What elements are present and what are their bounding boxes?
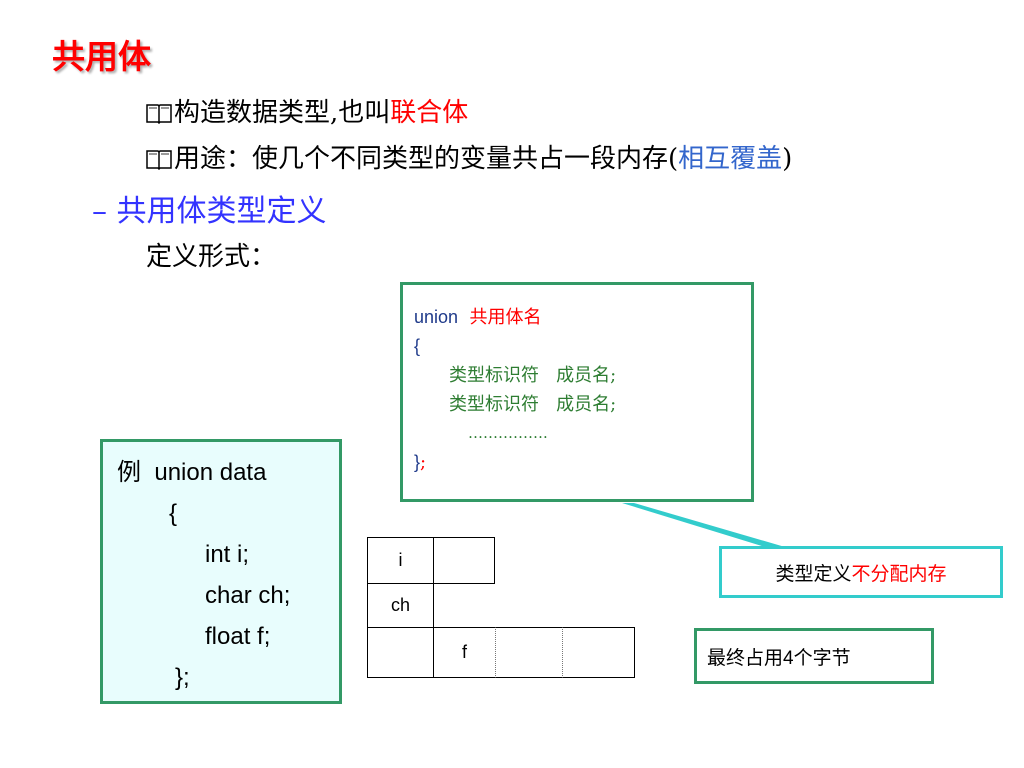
- definition-code: union 共用体名 { 类型标识符 成员名; 类型标识符 成员名; ………………: [414, 303, 616, 477]
- union-keyword: union: [414, 307, 459, 327]
- final-note: 最终占用4个字节: [694, 628, 934, 684]
- example-close: };: [175, 664, 190, 691]
- member-line-1: 类型标识符 成员名;: [449, 365, 617, 386]
- example-field: int i;: [205, 541, 250, 568]
- bullet-2-highlight: 相互覆盖: [678, 144, 783, 174]
- bullet-2-suffix: ): [782, 144, 793, 174]
- example-label: 例: [117, 458, 141, 486]
- form-label: 定义形式：: [146, 242, 277, 272]
- ellipsis: …………….: [468, 424, 548, 442]
- bullet-1-text: 构造数据类型,也叫: [174, 98, 391, 128]
- bullet-2: 用途：使几个不同类型的变量共占一段内存(相互覆盖): [146, 138, 792, 175]
- member-line-2: 类型标识符 成员名;: [449, 394, 617, 415]
- callout-text: 类型定义: [775, 562, 852, 585]
- example-open-brace: {: [169, 500, 178, 527]
- bullet-1-highlight: 联合体: [390, 98, 469, 128]
- memory-cell-i: i: [367, 537, 434, 584]
- union-name: 共用体名: [469, 307, 542, 328]
- example-field: char ch;: [205, 582, 291, 609]
- example-box: 例 union data { int i; char ch; float f; …: [100, 439, 342, 704]
- subheading: – 共用体类型定义: [92, 194, 327, 229]
- book-icon: [146, 104, 172, 124]
- final-note-text: 最终占用4个字节: [707, 647, 851, 669]
- open-brace: {: [414, 336, 421, 356]
- example-field: float f;: [205, 623, 271, 650]
- callout-highlight: 不分配内存: [851, 562, 947, 585]
- callout-box: 类型定义不分配内存: [719, 546, 1003, 598]
- slide-title: 共用体: [52, 37, 151, 76]
- example-decl: union data: [154, 459, 267, 486]
- example-code: 例 union data { int i; char ch; float f; …: [117, 452, 290, 698]
- memory-cell-f: f: [433, 627, 496, 678]
- callout-pointer: [622, 503, 785, 547]
- bullet-1: 构造数据类型,也叫联合体: [146, 92, 468, 129]
- memory-cell: [495, 627, 563, 678]
- memory-cell-ch: ch: [367, 583, 434, 628]
- bullet-2-text: 用途：使几个不同类型的变量共占一段内存(: [174, 144, 679, 174]
- definition-box: union 共用体名 { 类型标识符 成员名; 类型标识符 成员名; ………………: [400, 282, 754, 502]
- book-icon: [146, 150, 172, 170]
- close-brace-line: };: [414, 452, 427, 473]
- memory-cell: [433, 537, 495, 584]
